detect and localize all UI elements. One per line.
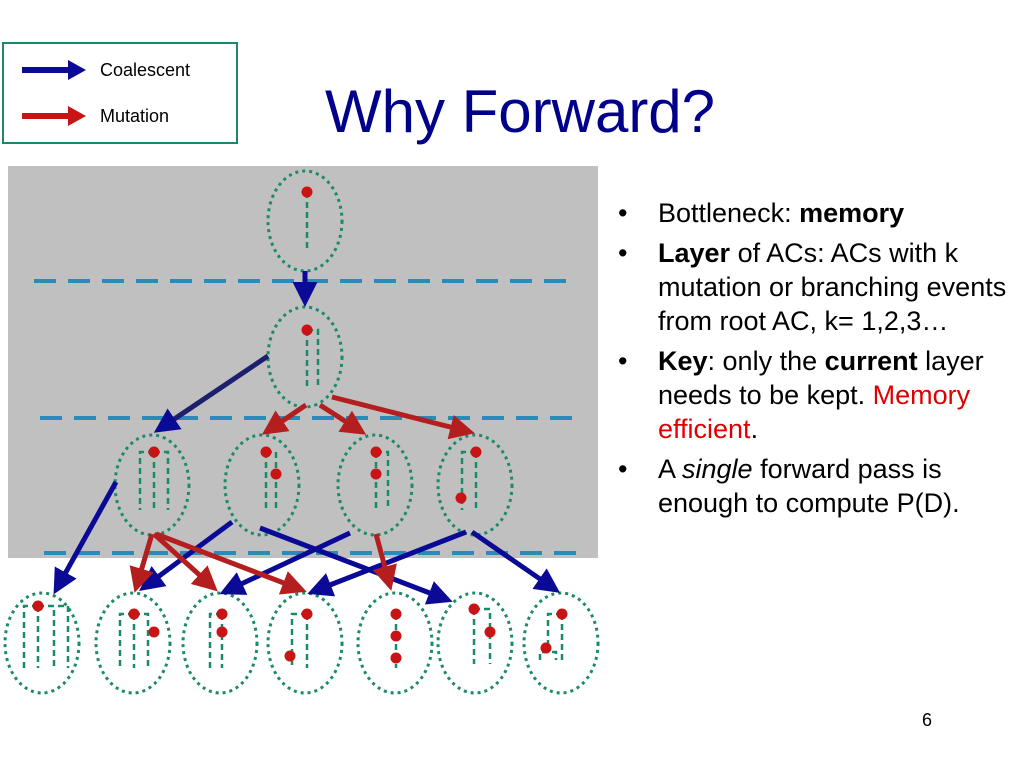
layer-background [8, 166, 598, 558]
mutation-arrow-icon [22, 106, 86, 126]
bullet-bottleneck: Bottleneck: memory [616, 196, 1016, 230]
layer-dividers [34, 279, 580, 555]
ac-node-layer2-a [113, 433, 191, 537]
bullet-key: Key: only the current layer needs to be … [616, 344, 1016, 446]
ac-node-layer2-c [336, 433, 414, 537]
ac-node-layer3-f [436, 591, 514, 695]
coalescent-arrow [138, 519, 234, 591]
ac-node-layer1 [266, 305, 344, 409]
mutation-arrow [152, 532, 218, 592]
ac-node-layer3-g [522, 591, 600, 695]
bullet-list: Bottleneck: memory Layer of ACs: ACs wit… [616, 196, 1016, 526]
mutation-arrow [261, 402, 308, 435]
bullet-single-pass: A single forward pass is enough to compu… [616, 452, 1016, 520]
mutation-arrow [155, 531, 307, 595]
event-dots [32, 186, 568, 664]
coalescent-arrows [53, 271, 561, 605]
ac-node-layer2-d [436, 433, 514, 537]
page-number: 6 [922, 710, 933, 730]
coalescent-arrow [219, 530, 352, 595]
bullet-layer: Layer of ACs: ACs with k mutation or bra… [616, 236, 1016, 338]
mutation-arrow [331, 394, 475, 440]
coalescent-arrow [307, 529, 467, 597]
mutation-arrows [129, 394, 475, 595]
ac-node-layer3-a [3, 591, 81, 695]
legend-label-mutation: Mutation [100, 106, 170, 126]
coalescent-arrow [259, 525, 453, 605]
coalescent-arrow [53, 480, 119, 595]
legend-item-mutation: Mutation [20, 104, 230, 128]
mutation-arrow [318, 402, 367, 435]
legend-label-coalescent: Coalescent [100, 60, 191, 80]
legend-item-coalescent: Coalescent [20, 58, 230, 82]
coalescent-arrow-icon [22, 60, 86, 80]
mutation-arrow [372, 533, 397, 591]
ac-node-root [266, 169, 344, 273]
coalescent-arrow [470, 529, 561, 593]
coalescent-arrow [153, 353, 270, 433]
mutation-arrow [129, 533, 155, 593]
ac-node-layer3-b [94, 591, 172, 695]
legend: Coalescent Mutation [2, 42, 238, 144]
slide-title: Why Forward? [324, 78, 716, 145]
ac-node-layer3-c [181, 591, 259, 695]
ac-node-layer2-b [223, 433, 301, 537]
ac-node-layer3-d [266, 591, 344, 695]
ac-node-layer3-e [356, 591, 434, 695]
